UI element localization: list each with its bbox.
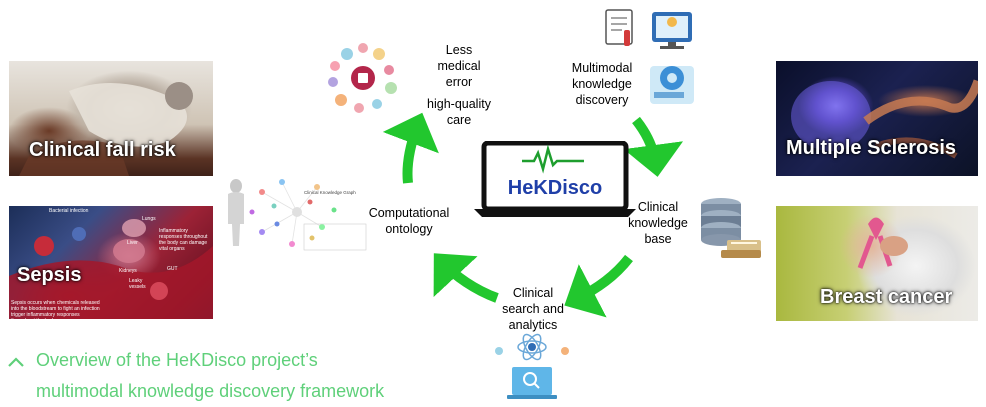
arrow-down-right-lower <box>564 254 633 318</box>
label-line: care <box>446 113 472 127</box>
fall-illustration <box>19 82 193 176</box>
breast-cancer-image: Breast cancer <box>776 206 978 321</box>
label-line: error <box>445 75 473 89</box>
knowledge-graph-icon <box>228 179 367 251</box>
label-line: Computational <box>368 206 450 220</box>
sepsis-small-text: Liver <box>127 240 138 246</box>
less-medical-error-label: Less medical error <box>419 42 499 90</box>
caption-line: Overview of the HeKDisco project’s <box>36 350 318 370</box>
sepsis-small-text: Inflammatory responses throughout the bo… <box>159 228 208 252</box>
hekdisco-logo-text: HeKDisco <box>507 177 603 199</box>
sepsis-small-text: Kidneys <box>119 268 137 274</box>
label-line: knowledge <box>572 77 632 91</box>
label-line: Less <box>445 43 473 57</box>
label-line: high-quality <box>427 97 491 111</box>
graph-title-text: Clinical Knowledge Graph <box>304 190 356 195</box>
label-line: ontology <box>385 222 433 236</box>
label-line: medical <box>437 59 481 73</box>
sepsis-small-text: GUT <box>167 266 178 272</box>
computational-ontology-label: Computational ontology <box>361 205 457 237</box>
heartbeat-icon <box>522 144 584 174</box>
sepsis-illustration <box>9 219 213 319</box>
clinical-fall-risk-image: Clinical fall risk <box>9 61 213 176</box>
pink-ribbon-illustration <box>857 217 908 269</box>
sepsis-small-text: Lungs <box>142 216 156 222</box>
arrow-lower-left <box>433 253 499 303</box>
hekdisco-laptop-icon <box>474 141 636 217</box>
multimodal-data-icons <box>605 9 694 104</box>
search-analytics-icon <box>495 333 569 399</box>
arrow-up-left <box>382 112 439 184</box>
sepsis-small-text: Bacterial infection <box>49 208 89 214</box>
tile-label: Breast cancer <box>820 286 953 308</box>
label-line: Clinical <box>637 200 679 214</box>
caption-line: multimodal knowledge discovery framework <box>36 381 385 401</box>
tile-label: Sepsis <box>17 264 82 286</box>
label-line: Clinical <box>512 286 554 300</box>
sepsis-small-text: Sepsis occurs when chemicals released in… <box>11 300 100 319</box>
label-line: Multimodal <box>571 61 633 75</box>
medical-icons-cluster-icon <box>328 43 397 113</box>
tile-label: Multiple Sclerosis <box>786 137 957 159</box>
sepsis-small-text: Leaky vessels <box>129 278 146 290</box>
sepsis-image: Bacterial infection Lungs Liver Kidneys … <box>9 206 213 319</box>
arrow-down-right-upper <box>623 116 684 177</box>
chevron-up-icon[interactable] <box>7 355 25 369</box>
label-line: knowledge <box>628 216 688 230</box>
tile-label: Clinical fall risk <box>29 139 176 161</box>
label-line: discovery <box>575 93 629 107</box>
database-icon <box>701 198 761 258</box>
clinical-search-analytics-label: Clinical search and analytics <box>493 285 573 333</box>
multiple-sclerosis-image: Multiple Sclerosis <box>776 61 978 176</box>
label-line: analytics <box>508 318 558 332</box>
label-line: search and <box>502 302 564 316</box>
label-line: base <box>644 232 672 246</box>
clinical-knowledge-base-label: Clinical knowledge base <box>619 199 697 247</box>
brain-neuron-illustration <box>791 79 978 159</box>
figure-caption: Overview of the HeKDisco project’s multi… <box>36 345 384 407</box>
multimodal-knowledge-discovery-label: Multimodal knowledge discovery <box>561 60 643 108</box>
high-quality-care-label: high-quality care <box>419 96 499 128</box>
